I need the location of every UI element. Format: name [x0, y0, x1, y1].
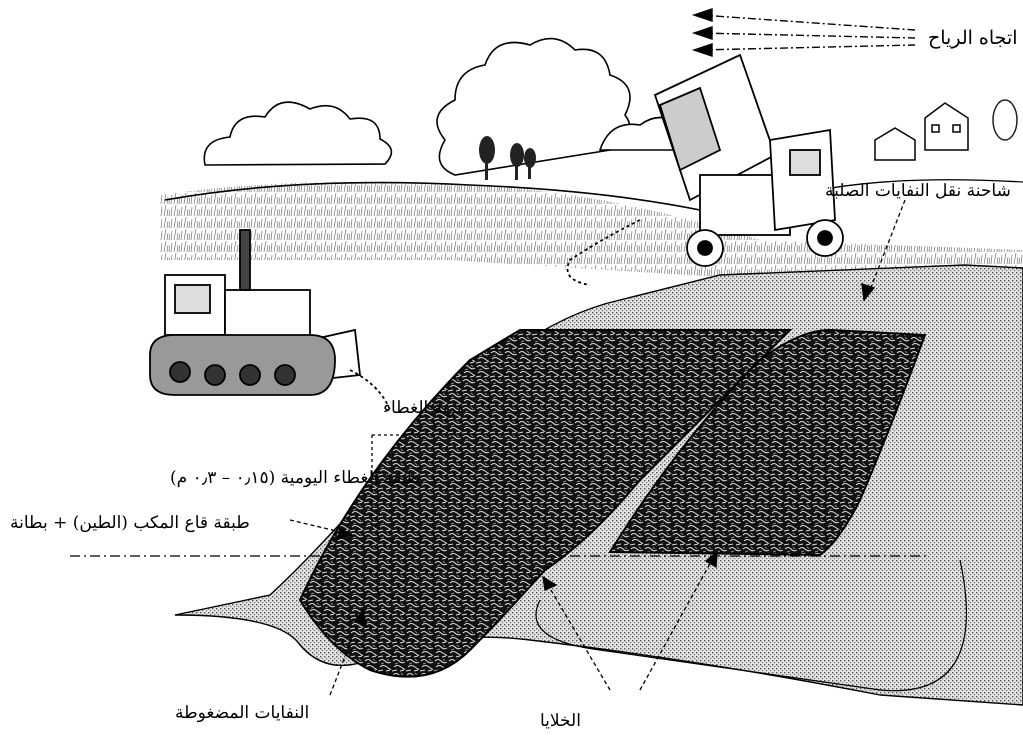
- house-icon: [875, 103, 968, 160]
- soil-cover-label: تربة الغطاء: [383, 400, 462, 417]
- compacted-waste-label: النفايات المضغوطة: [175, 705, 309, 722]
- wind-arrows-icon: [694, 9, 915, 56]
- cloud-icon: [204, 39, 698, 175]
- wind-direction-label: اتجاه الرياح: [928, 29, 1018, 48]
- bottom-layer-label: طبقة قاع المكب (الطين) + بطانة: [10, 515, 250, 532]
- truck-label: شاحنة نقل النفايات الصلبة: [825, 183, 1011, 200]
- cells-label: الخلايا: [540, 713, 581, 730]
- cover-layer-label: طبقة الغطاء اليومية (٠٫١٥ – ٠٫٣ م): [170, 470, 420, 487]
